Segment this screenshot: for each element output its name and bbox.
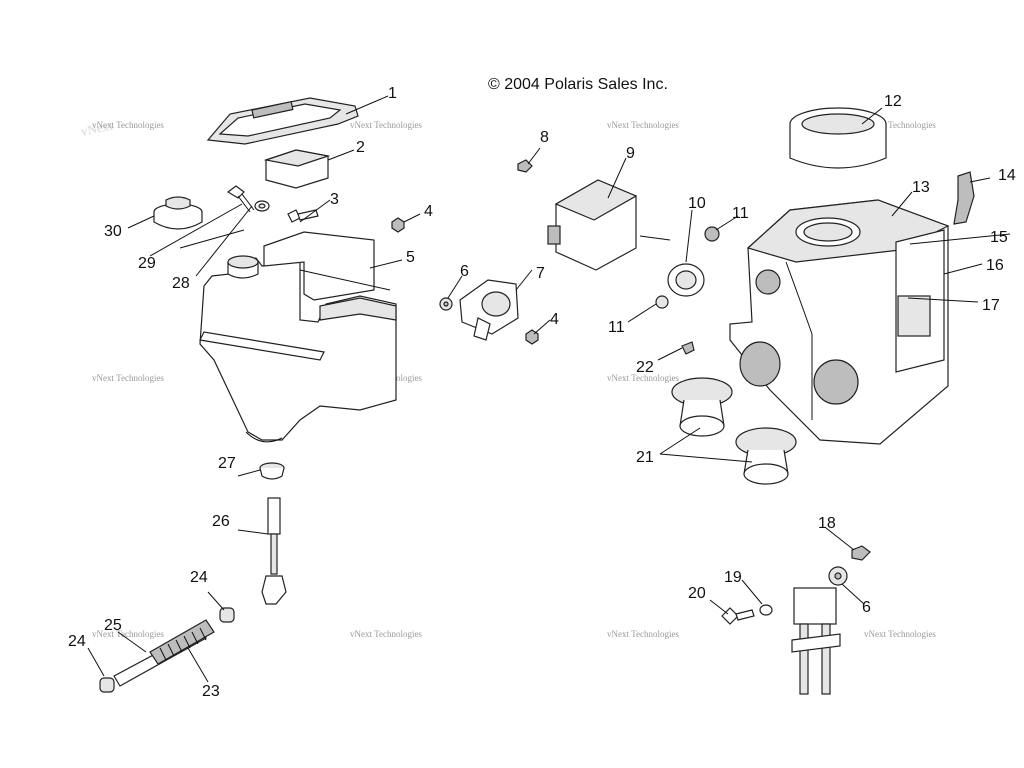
part-fitting-24b[interactable] (99, 677, 115, 693)
part-spring-23[interactable] (149, 619, 215, 665)
callout-11a: 11 (732, 205, 749, 222)
callout-13: 13 (912, 179, 930, 196)
callout-14: 14 (998, 167, 1016, 184)
part-filter-12[interactable] (789, 107, 887, 169)
watermark: vNext Technologies (864, 120, 936, 130)
callout-28: 28 (172, 275, 190, 292)
watermark: vNext Technologies (92, 373, 164, 383)
callout-16: 16 (986, 257, 1004, 274)
part-filler-cap[interactable] (153, 196, 203, 230)
svg-text:vNext: vNext (80, 117, 116, 139)
callout-24a: 24 (190, 569, 208, 586)
callout-8: 8 (540, 129, 549, 146)
part-bolt-20[interactable] (721, 607, 755, 625)
callout-20: 20 (688, 585, 706, 602)
callout-15: 15 (990, 229, 1008, 246)
callout-1: 1 (388, 85, 397, 102)
part-bolt-18[interactable] (851, 545, 871, 561)
part-grommet-27[interactable] (259, 462, 285, 480)
callout-23: 23 (202, 683, 220, 700)
watermark: vNext Technologies (92, 629, 164, 639)
watermark: vNext Technologies (607, 629, 679, 639)
callout-2: 2 (356, 139, 365, 156)
part-duct-21b[interactable] (735, 427, 797, 485)
callout-5: 5 (406, 249, 415, 266)
part-foam-block[interactable] (263, 149, 331, 189)
callout-22: 22 (636, 359, 654, 376)
watermark: vNext Technologies (92, 120, 164, 130)
part-nut-4a[interactable] (391, 217, 405, 233)
part-bolt-29[interactable] (226, 185, 255, 213)
callout-6b: 6 (862, 599, 871, 616)
callout-29: 29 (138, 255, 156, 272)
callout-19: 19 (724, 569, 742, 586)
callout-30: 30 (104, 223, 122, 240)
part-clip-14[interactable] (953, 171, 975, 225)
callout-labels: 1 2 3 4 5 30 29 28 8 9 10 11 11 6 7 4 22… (68, 85, 1016, 700)
part-control-module[interactable] (547, 179, 638, 271)
callout-12: 12 (884, 93, 902, 110)
part-duct-21a[interactable] (671, 377, 733, 437)
part-grommet-11b[interactable] (655, 295, 669, 309)
callout-6a: 6 (460, 263, 469, 280)
callout-4b: 4 (550, 311, 559, 328)
part-washer-19[interactable] (759, 604, 773, 616)
leader-lines (87, 95, 1011, 683)
callout-17: 17 (982, 297, 1000, 314)
part-grommet-11a[interactable] (704, 226, 720, 242)
part-airbox-13[interactable] (729, 199, 950, 445)
callout-9: 9 (626, 145, 635, 162)
watermark: vNext Technologies (350, 120, 422, 130)
watermark: vNext Technologies (864, 629, 936, 639)
part-oil-tank[interactable] (199, 231, 397, 443)
part-grommet-6a[interactable] (439, 297, 453, 311)
watermark: vNext Technologies (607, 373, 679, 383)
part-washer-28[interactable] (254, 200, 270, 212)
part-level-sensor[interactable] (261, 497, 287, 605)
callout-4a: 4 (424, 203, 433, 220)
callout-26: 26 (212, 513, 230, 530)
callout-24b: 24 (68, 633, 86, 650)
part-fitting-24a[interactable] (219, 607, 235, 623)
part-bracket-assembly[interactable] (791, 587, 841, 695)
callout-18: 18 (818, 515, 836, 532)
callout-3: 3 (330, 191, 339, 208)
part-sensor-7[interactable] (459, 279, 519, 341)
watermark: vNext Technologies (607, 120, 679, 130)
part-tank-cover[interactable] (206, 97, 359, 145)
callout-7: 7 (536, 265, 545, 282)
callout-10: 10 (688, 195, 706, 212)
part-coupler-10[interactable] (667, 263, 705, 297)
callout-21: 21 (636, 449, 654, 466)
callout-25: 25 (104, 617, 122, 634)
part-clip-22[interactable] (681, 341, 695, 355)
part-grommet-6b[interactable] (828, 566, 848, 586)
callout-27: 27 (218, 455, 236, 472)
watermark: vNext Technologies (350, 629, 422, 639)
callout-11b: 11 (608, 319, 625, 336)
copyright-notice: © 2004 Polaris Sales Inc. (488, 76, 668, 93)
